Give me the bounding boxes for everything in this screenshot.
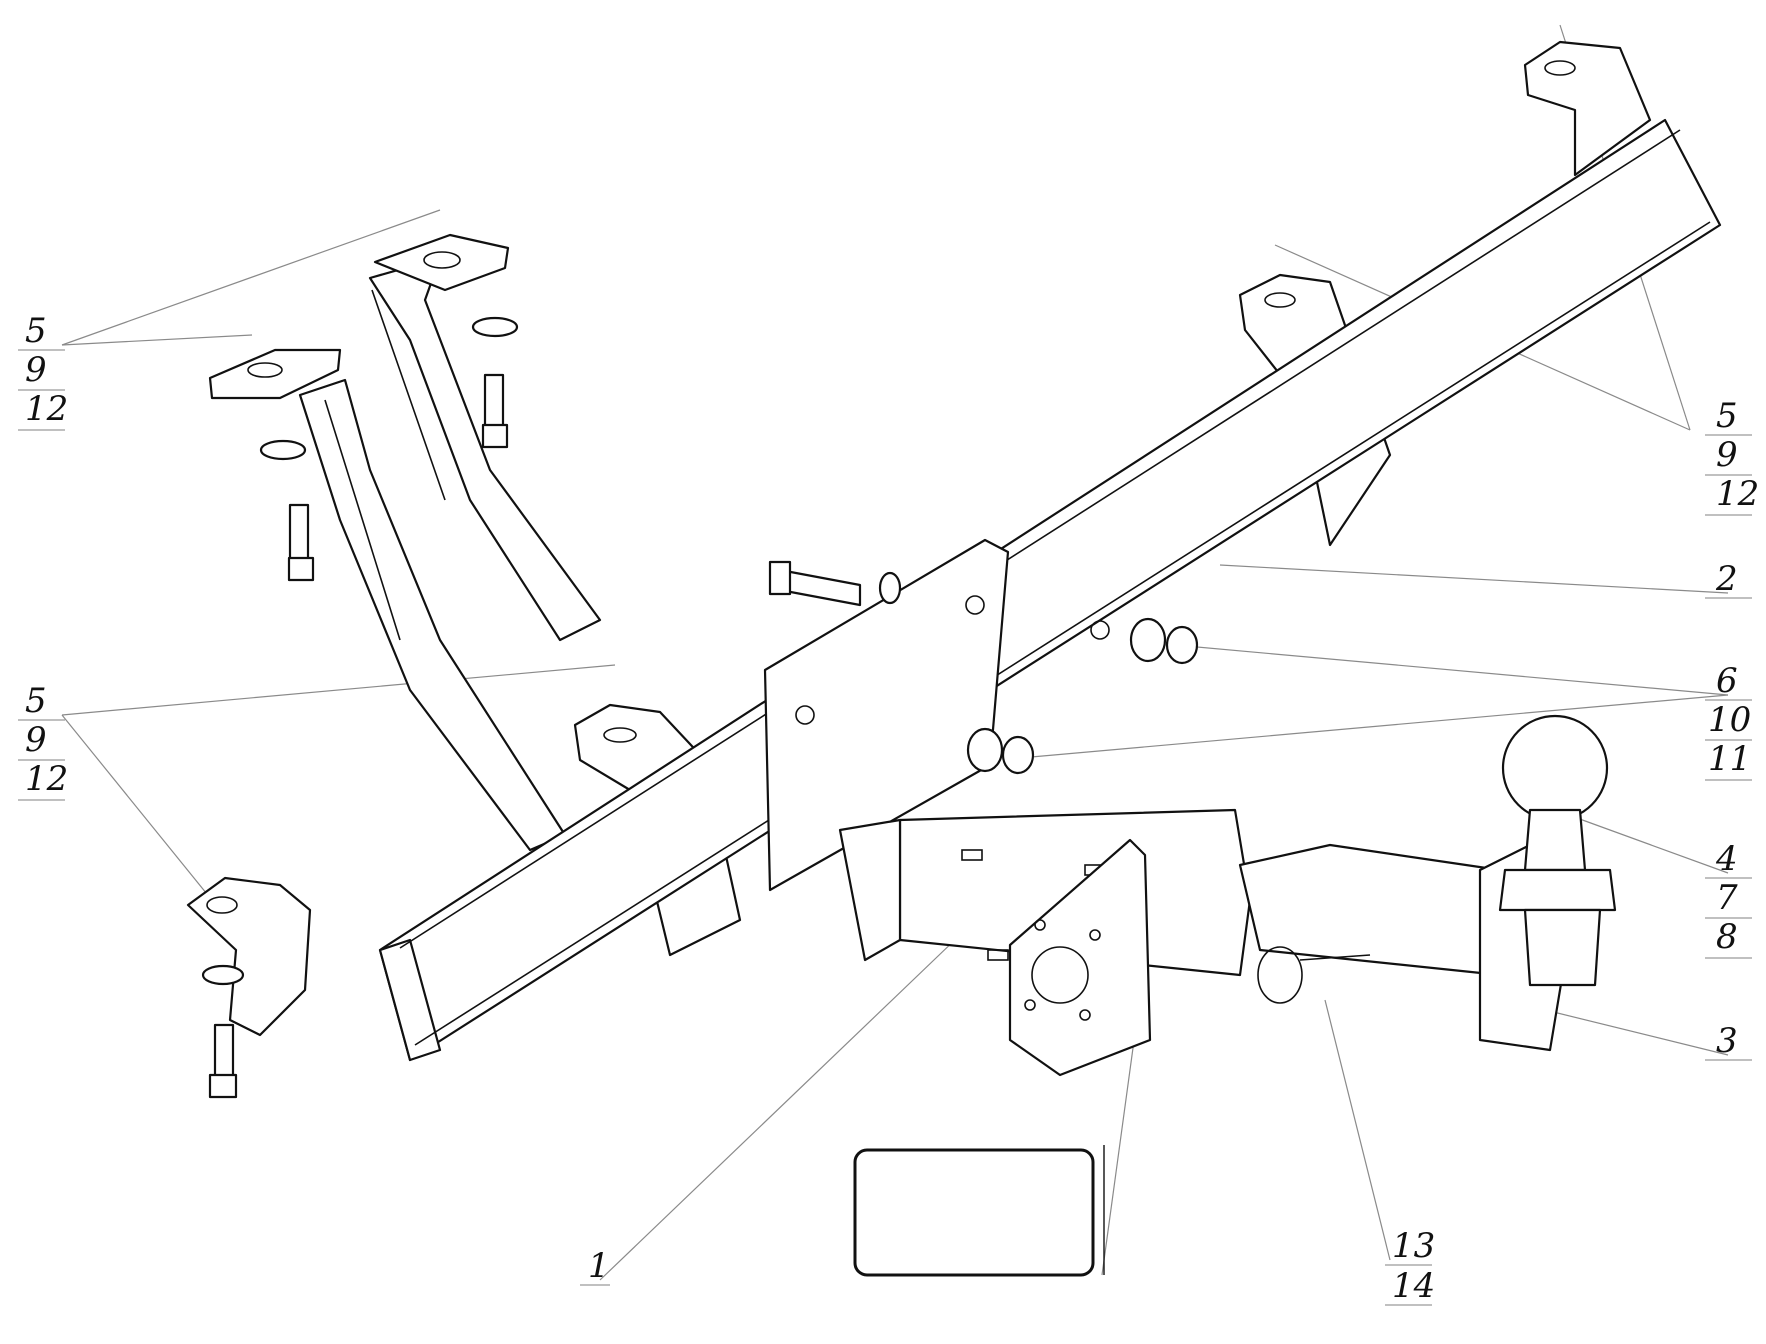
callout-top-left: 5 9 12: [18, 311, 68, 431]
mounting-bracket-top-left-1: [373, 233, 510, 292]
callout-top-left-line-1: 5: [25, 311, 47, 351]
callout-bracket-line-1: 3: [1716, 1021, 1738, 1061]
mounting-bracket-top-right: [1523, 40, 1652, 177]
callout-left: 5 9 12: [18, 681, 68, 801]
nut-washer-upper: [1129, 617, 1199, 665]
label-plate: [853, 1145, 1105, 1277]
callout-nuts-line-3: 11: [1708, 739, 1751, 779]
callout-top-right: 5 9 12: [1705, 396, 1759, 516]
callout-bracket: 3: [1705, 1021, 1752, 1061]
callout-top-right-line-3: 12: [1716, 474, 1759, 514]
callout-beam-line-1: 2: [1715, 559, 1738, 599]
mounting-bracket-bottom-left: [186, 876, 312, 1037]
long-bolt: [768, 560, 902, 607]
callout-pin-line-1: 13: [1392, 1226, 1435, 1266]
callout-top-right-line-2: 9: [1716, 435, 1738, 475]
callout-ball-line-2: 7: [1716, 878, 1738, 918]
callout-nuts: 6 10 11: [1705, 661, 1752, 781]
center-plate: [763, 538, 1010, 892]
callout-top-right-line-1: 5: [1716, 396, 1738, 436]
nut-washer-lower: [966, 727, 1035, 775]
callout-nuts-line-1: 6: [1716, 661, 1738, 701]
callout-ball-line-1: 4: [1715, 839, 1738, 879]
bolt-set-3: [201, 964, 245, 1099]
callout-left-line-2: 9: [25, 720, 47, 760]
callout-pin: 13 14: [1385, 1226, 1435, 1306]
callout-body-line-1: 1: [588, 1246, 610, 1286]
callout-nuts-line-2: 10: [1708, 700, 1751, 740]
callout-beam: 2: [1705, 559, 1752, 599]
left-side-arm: [298, 256, 602, 852]
callout-pin-line-2: 14: [1392, 1266, 1435, 1306]
callout-left-line-3: 12: [25, 759, 68, 799]
callout-top-left-line-2: 9: [25, 350, 47, 390]
callout-body: 1: [580, 1246, 610, 1286]
socket-plate: [1008, 838, 1152, 1077]
callout-top-left-line-3: 12: [25, 389, 68, 429]
bolt-set-1: [471, 316, 519, 449]
locking-pin: [1257, 946, 1371, 1004]
bolt-set-2: [259, 439, 315, 582]
tow-ball: [1498, 714, 1617, 987]
callout-ball: 4 7 8: [1705, 839, 1752, 959]
callout-ball-line-3: 8: [1716, 917, 1738, 957]
cross-beam: [378, 118, 1722, 1062]
callout-left-line-1: 5: [25, 681, 47, 721]
mounting-bracket-top-left-2: [208, 348, 342, 400]
